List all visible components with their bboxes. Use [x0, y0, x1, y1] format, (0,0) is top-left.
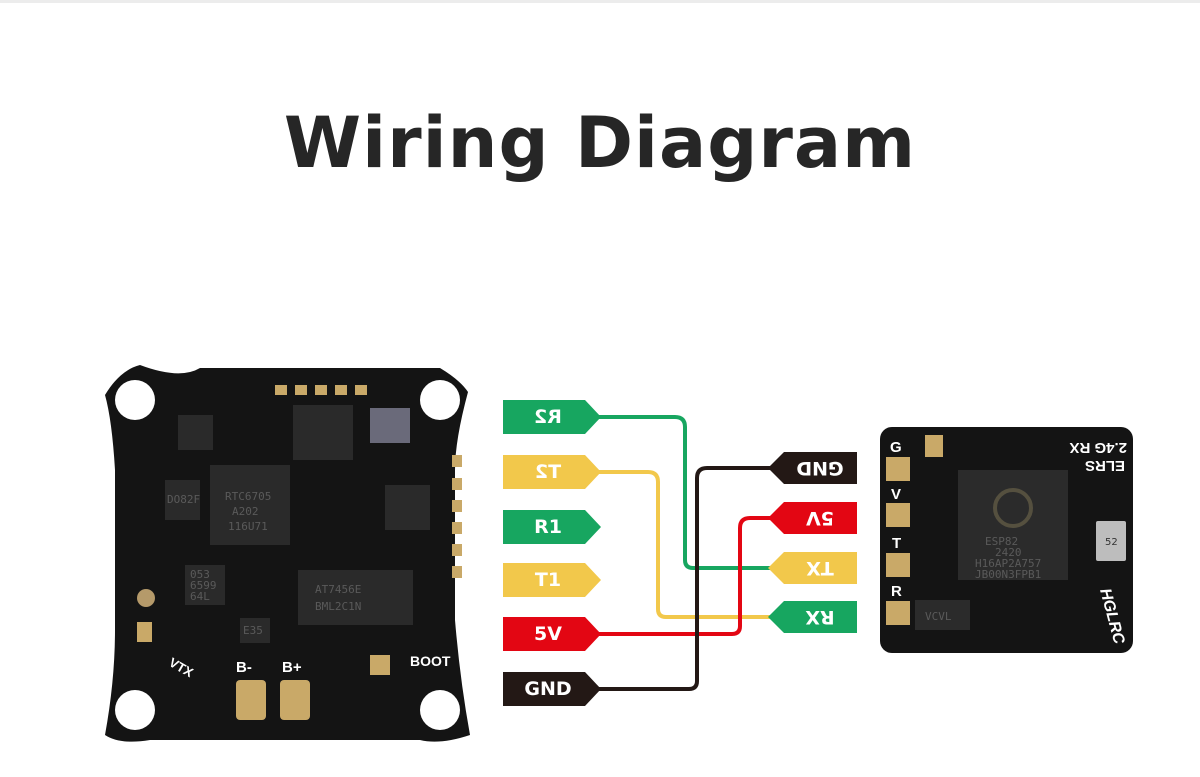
chip-label: E35	[243, 624, 263, 637]
chip-label: DO82F	[167, 493, 200, 506]
chip-label: H16AP2A757	[975, 557, 1041, 570]
tag-label: 5V	[806, 507, 834, 529]
tag-5v-left: 5V	[503, 617, 601, 651]
tag-t1-left: T1	[503, 563, 601, 597]
chip-label: ESP82	[985, 535, 1018, 548]
pad-label-v: V	[891, 486, 901, 503]
flight-controller-board: RTC6705 A202 116U71 AT7456E BML2C1N DO82…	[105, 365, 470, 742]
top-divider	[0, 0, 1200, 3]
battery-negative-pad	[236, 680, 266, 720]
pad-label-g: G	[890, 439, 902, 456]
tag-label: GND	[524, 678, 571, 700]
wire-gnd-to-gnd	[598, 466, 770, 691]
b-plus-label: B+	[282, 659, 302, 676]
receiver-board: ESP82 2420 H16AP2A757 JB00N3FPB1 52 VCVL…	[880, 427, 1133, 653]
chip-label: A202	[232, 505, 259, 518]
wire-5v-to-5v	[598, 516, 770, 636]
chip-label: 116U71	[228, 520, 268, 533]
tag-label: GND	[796, 457, 843, 479]
tag-shape	[503, 563, 601, 597]
page-title: Wiring Diagram	[283, 102, 917, 184]
pad-t	[886, 553, 910, 577]
chip-label: 2420	[995, 546, 1022, 559]
tag-shape	[503, 400, 601, 434]
tag-5v-right: 5V	[768, 502, 857, 534]
tag-shape	[503, 672, 601, 706]
antenna-trace	[925, 435, 943, 457]
chip-label: 64L	[190, 590, 210, 603]
tag-shape	[768, 452, 857, 484]
tag-label: T2	[535, 461, 561, 483]
wire-t2-to-rx	[598, 470, 770, 619]
tag-label: 5V	[534, 623, 562, 645]
tag-shape	[503, 510, 601, 544]
tag-shape	[768, 502, 857, 534]
tag-r1-left: R1	[503, 510, 601, 544]
receiver-tags: GND 5V TX RX	[768, 452, 857, 633]
tag-label: RX	[805, 606, 835, 628]
tag-t2-left: T2	[503, 455, 601, 489]
tag-tx-right: TX	[768, 552, 857, 584]
tag-label: R1	[534, 516, 562, 538]
tag-label: TX	[806, 557, 834, 579]
chip-label: BML2C1N	[315, 600, 361, 613]
tag-label: R2	[534, 406, 562, 428]
pad-label-r: R	[891, 583, 902, 600]
b-minus-label: B-	[236, 659, 252, 676]
boot-button	[370, 655, 390, 675]
wire-r2-to-tx	[598, 415, 770, 570]
tag-shape	[503, 617, 601, 651]
pad-r	[886, 601, 910, 625]
chip-label: JB00N3FPB1	[975, 568, 1041, 581]
wires	[598, 415, 770, 691]
tag-r2-left: R2	[503, 400, 601, 434]
chip-label: RTC6705	[225, 490, 271, 503]
boot-label: BOOT	[410, 653, 451, 669]
tag-label: T1	[535, 569, 561, 591]
chip-label: 053	[190, 568, 210, 581]
pad-g	[886, 457, 910, 481]
chip-label: AT7456E	[315, 583, 361, 596]
regulator-label: VCVL	[925, 610, 952, 623]
battery-positive-pad	[280, 680, 310, 720]
tag-shape	[768, 552, 857, 584]
tag-gnd-left: GND	[503, 672, 601, 706]
tag-shape	[503, 455, 601, 489]
crystal-label: 52	[1105, 537, 1118, 548]
tag-rx-right: RX	[768, 601, 857, 633]
pad-v	[886, 503, 910, 527]
receiver-title-line2: 2.4G RX	[1069, 439, 1127, 456]
tag-shape	[768, 601, 857, 633]
receiver-title-line1: ELRS	[1085, 457, 1125, 474]
pad-label-t: T	[892, 535, 901, 552]
tag-gnd-right: GND	[768, 452, 857, 484]
chip-label: 6599	[190, 579, 217, 592]
